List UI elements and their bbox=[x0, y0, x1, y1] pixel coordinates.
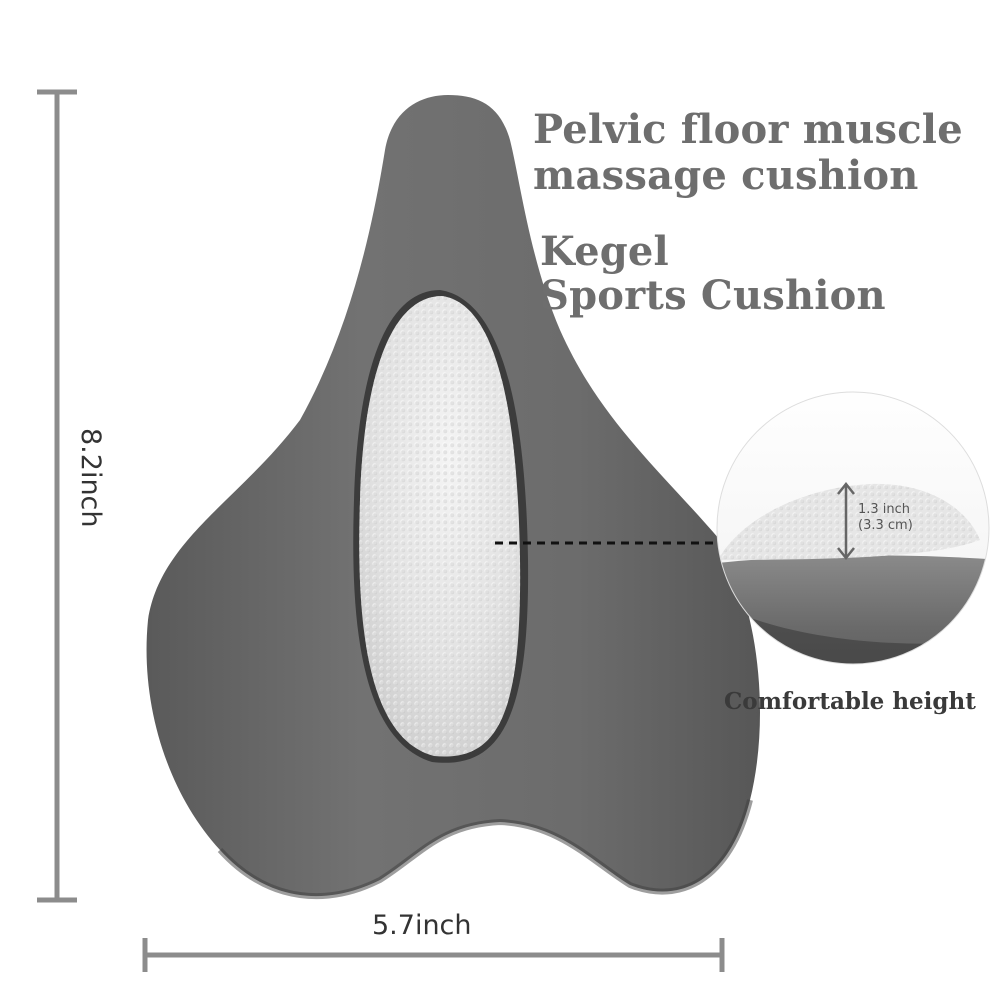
height-label-container: 8.2inch bbox=[75, 428, 142, 568]
height-measure-arrow bbox=[837, 481, 855, 561]
width-label: 5.7inch bbox=[372, 910, 472, 941]
width-ruler bbox=[142, 938, 725, 972]
title-line-2: massage cushion bbox=[533, 152, 919, 199]
height-ruler bbox=[37, 89, 77, 903]
height-label: 8.2inch bbox=[75, 428, 106, 528]
inset-measure-inch: 1.3 inch bbox=[858, 502, 911, 517]
title-line-4: Sports Cushion bbox=[540, 272, 886, 319]
inset-closeup bbox=[717, 392, 989, 664]
title-line-1: Pelvic floor muscle bbox=[533, 106, 963, 153]
inset-caption: Comfortable height bbox=[724, 688, 976, 715]
title-line-3: Kegel bbox=[540, 228, 669, 275]
inset-measure-cm: (3.3 cm) bbox=[858, 518, 913, 533]
